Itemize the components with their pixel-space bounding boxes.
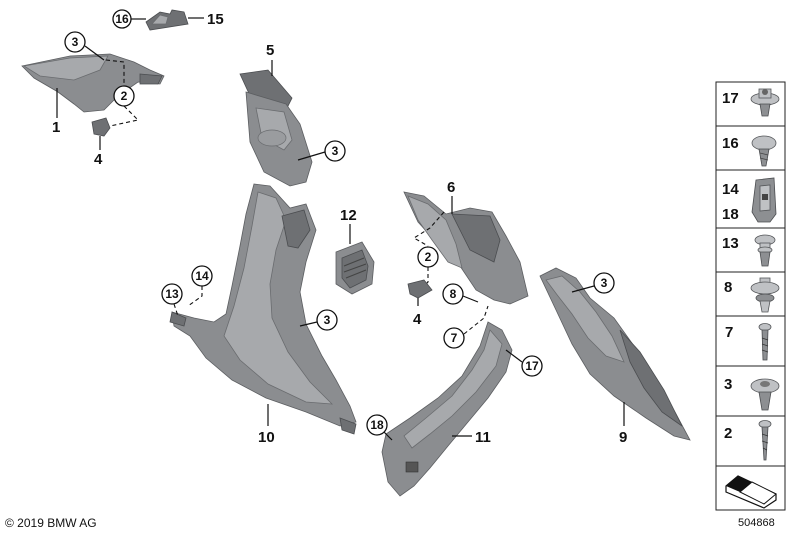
callout-3d: 3 xyxy=(601,276,608,290)
fastener-label-17: 17 xyxy=(722,90,739,107)
part-6-trim xyxy=(403,191,529,305)
callout-circle-13 xyxy=(161,283,183,305)
callout-7: 7 xyxy=(451,331,458,345)
callout-18: 18 xyxy=(370,418,384,432)
callout-2b: 2 xyxy=(425,250,432,264)
fastener-cell-13 xyxy=(715,227,786,273)
callout-circle-3b xyxy=(324,140,346,162)
part-1-trim xyxy=(21,53,165,113)
clip-8-icon xyxy=(750,277,780,313)
callout-circle-3d xyxy=(593,272,615,294)
part-15-bracket xyxy=(145,9,189,31)
clip-14-18-icon xyxy=(751,177,777,223)
fastener-panel: 17 16 14 18 13 xyxy=(715,81,786,511)
callout-circle-17 xyxy=(521,355,543,377)
callout-5: 5 xyxy=(266,42,274,59)
callout-9: 9 xyxy=(619,429,627,446)
assembly-kit-icon xyxy=(725,475,777,509)
callout-circle-3c xyxy=(316,309,338,331)
callout-1: 1 xyxy=(52,119,60,136)
callout-12: 12 xyxy=(340,207,357,224)
fastener-cell-7 xyxy=(715,315,786,367)
part-11-trim xyxy=(381,321,513,497)
callout-circle-7 xyxy=(443,327,465,349)
fastener-label-8: 8 xyxy=(724,279,732,296)
callout-4a: 4 xyxy=(94,151,103,168)
callout-3c: 3 xyxy=(324,313,331,327)
part-12-vent xyxy=(335,241,375,295)
callout-4b: 4 xyxy=(413,311,422,328)
bolt-7-icon xyxy=(758,323,772,361)
part-4a-clip xyxy=(91,117,111,137)
clip-13-icon xyxy=(754,234,776,267)
callout-circle-3a xyxy=(64,31,86,53)
copyright-text: © 2019 BMW AG xyxy=(5,516,97,530)
screw-16-icon xyxy=(751,135,777,167)
clip-17-icon xyxy=(750,88,780,117)
callout-11: 11 xyxy=(475,429,491,446)
callout-3b: 3 xyxy=(332,144,339,158)
screw-2-icon xyxy=(758,420,772,461)
part-9-trim xyxy=(539,267,691,441)
callout-17: 17 xyxy=(525,359,539,373)
fastener-label-16: 16 xyxy=(722,135,739,152)
callout-13: 13 xyxy=(165,287,179,301)
callout-circle-8 xyxy=(442,283,464,305)
fastener-label-13: 13 xyxy=(722,235,739,252)
callout-circle-18 xyxy=(366,414,388,436)
part-10-trim xyxy=(169,183,357,435)
part-5-trim xyxy=(239,69,313,187)
callout-2a: 2 xyxy=(121,89,128,103)
fastener-label-7: 7 xyxy=(725,324,733,341)
callout-14: 14 xyxy=(195,269,209,283)
callout-6: 6 xyxy=(447,179,455,196)
callout-8: 8 xyxy=(450,287,457,301)
image-number: 504868 xyxy=(738,517,775,529)
callout-10: 10 xyxy=(258,429,275,446)
callout-3a: 3 xyxy=(72,35,79,49)
fastener-label-18: 18 xyxy=(722,206,739,223)
fastener-cell-2 xyxy=(715,415,786,467)
fastener-cell-8 xyxy=(715,271,786,317)
fastener-cell-16 xyxy=(715,125,786,171)
callout-16: 16 xyxy=(115,12,129,26)
fastener-label-3: 3 xyxy=(724,376,732,393)
part-4b-clip xyxy=(407,279,433,299)
callout-15: 15 xyxy=(207,11,224,28)
fastener-label-14: 14 xyxy=(722,181,739,198)
fastener-label-2: 2 xyxy=(724,425,732,442)
clip-3-icon xyxy=(750,378,780,411)
